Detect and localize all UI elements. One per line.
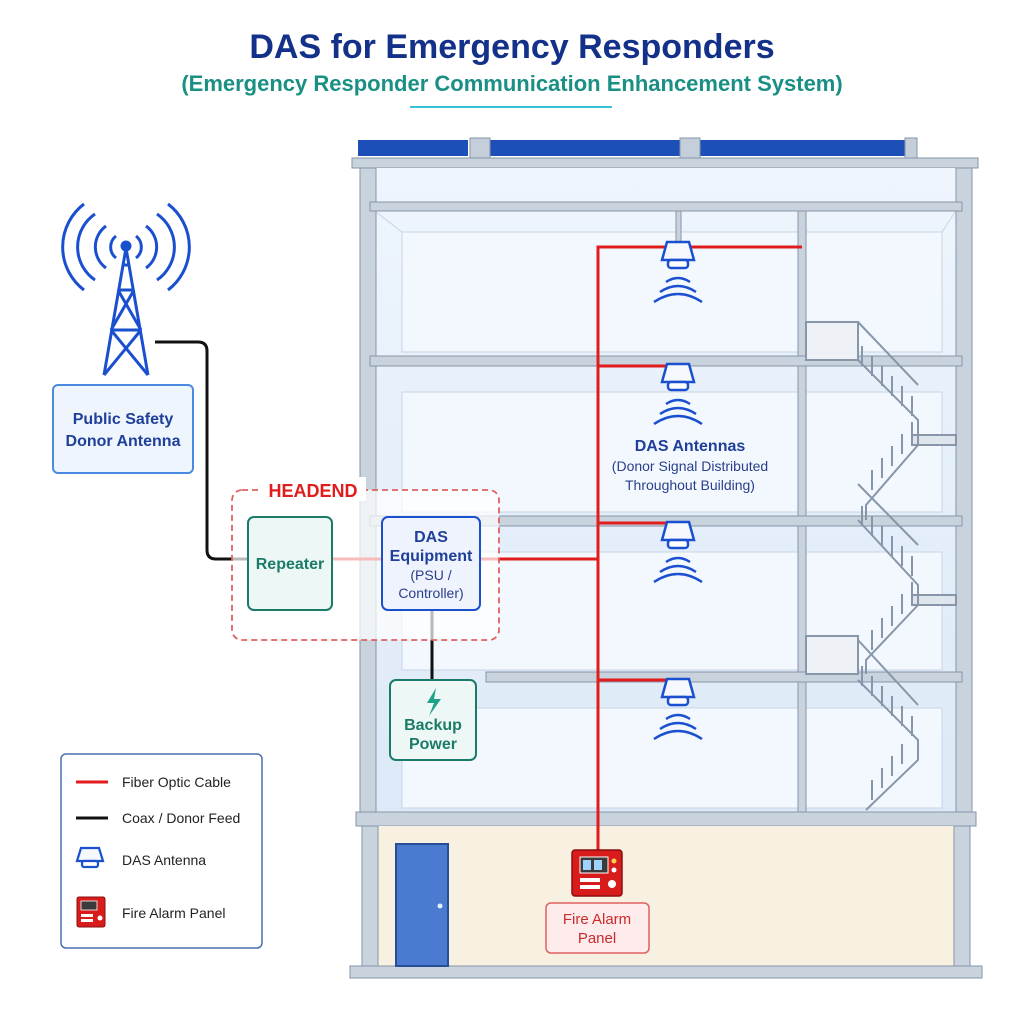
antenna-body (660, 520, 696, 542)
antenna-body (660, 240, 696, 262)
door-knob (437, 903, 443, 909)
roof-panel (700, 140, 905, 156)
repeater-label: Repeater (256, 556, 324, 573)
roof-panel (490, 140, 680, 156)
das-antenna-2[interactable] (653, 362, 703, 426)
column-right (955, 167, 973, 821)
lightning-bolt-icon (427, 688, 441, 716)
signal-wave-icon (665, 713, 691, 721)
donor-antenna-label-2: Donor Antenna (66, 433, 181, 450)
signal-wave-icon (665, 556, 691, 564)
headend-label: HEADEND (268, 481, 357, 501)
foundation (349, 965, 983, 979)
backup-power-box[interactable] (389, 679, 477, 761)
fire-alarm-panel-box (545, 902, 650, 954)
fire-alarm-panel-icon[interactable] (571, 849, 623, 897)
das-antennas-title: DAS Antennas (635, 438, 746, 455)
ground-floor (362, 826, 970, 968)
legend-fire-panel-label: Fire Alarm Panel (122, 905, 225, 921)
page-subtitle: (Emergency Responder Communication Enhan… (181, 71, 842, 96)
signal-wave-icon (665, 398, 691, 406)
signal-wave-icon (665, 276, 691, 284)
legend (60, 753, 263, 949)
fiber-riser (596, 245, 802, 850)
das-equipment-label-3: (PSU / (410, 567, 451, 583)
antenna-body (660, 362, 696, 384)
roof-slab (351, 157, 979, 169)
donor-antenna-label-1: Public Safety (73, 411, 174, 428)
staircase (805, 321, 957, 811)
das-antenna-4[interactable] (653, 677, 703, 741)
legend-fiber-label: Fiber Optic Cable (122, 774, 231, 790)
das-antennas-desc-2: Throughout Building) (625, 477, 755, 493)
floor-slab (369, 201, 963, 212)
das-equipment-label-1: DAS (414, 529, 448, 546)
das-antenna-3[interactable] (653, 520, 703, 584)
legend-antenna-label: DAS Antenna (122, 852, 206, 868)
das-equipment-label-2: Equipment (390, 548, 473, 565)
donor-antenna-box[interactable] (52, 384, 194, 474)
antenna-body (660, 677, 696, 699)
repeater-box[interactable] (247, 516, 333, 611)
floor-slab (485, 671, 963, 683)
coax-donor-feed (155, 340, 248, 561)
das-equipment-label-4: Controller) (398, 585, 463, 601)
fire-alarm-panel-label-2: Panel (578, 930, 616, 947)
cell-tower-icon (61, 202, 191, 376)
fire-alarm-panel-label-1: Fire Alarm (563, 911, 631, 928)
backup-power-label-1: Backup (404, 717, 462, 734)
roof-panel (358, 140, 468, 156)
backup-power-label-2: Power (409, 736, 457, 753)
legend-antenna-icon (75, 846, 105, 869)
column-mid (797, 207, 807, 817)
das-equipment-box[interactable] (381, 516, 481, 611)
page-title: DAS for Emergency Responders (249, 28, 774, 66)
das-antennas-desc-1: (Donor Signal Distributed (612, 458, 768, 474)
ground-slab (355, 811, 977, 827)
legend-fire-panel-icon (76, 896, 106, 928)
legend-coax-label: Coax / Donor Feed (122, 810, 240, 826)
das-antenna-1[interactable] (653, 240, 703, 304)
